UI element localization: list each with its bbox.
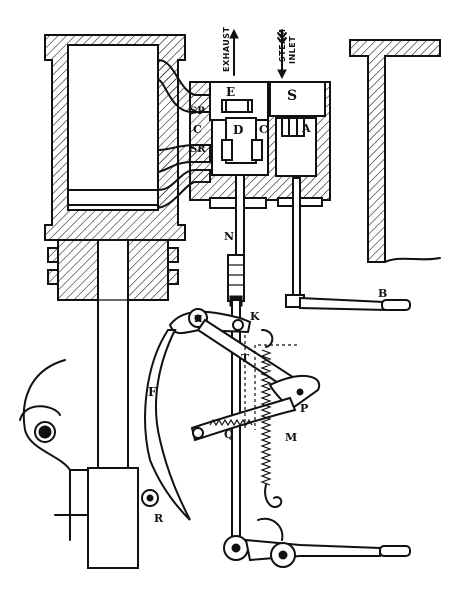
labels: EXHAUST STEAM INLET E S SP C D C A SR N … bbox=[148, 26, 387, 525]
exhaust-label: EXHAUST bbox=[222, 26, 231, 72]
exhaust-arrow bbox=[229, 28, 239, 76]
valve-chest bbox=[189, 81, 331, 209]
part-label-n: N bbox=[224, 230, 234, 243]
steam-inlet-arrow bbox=[277, 29, 287, 80]
part-label-f: F bbox=[148, 385, 157, 399]
part-label-p: P bbox=[300, 402, 308, 415]
part-label-h: H bbox=[194, 315, 203, 325]
part-label-k: K bbox=[250, 310, 260, 323]
part-label-b: B bbox=[378, 287, 387, 300]
part-label-r: R bbox=[154, 512, 164, 525]
part-label-a: A bbox=[301, 122, 311, 135]
part-label-e: E bbox=[226, 85, 235, 99]
part-label-s: S bbox=[287, 88, 297, 104]
part-label-m: M bbox=[285, 431, 297, 444]
part-label-sr: SR bbox=[190, 144, 206, 155]
part-label-c-left: C bbox=[193, 123, 202, 136]
part-label-t: T bbox=[241, 352, 250, 365]
right-frame bbox=[349, 39, 441, 263]
cylinder-casing bbox=[44, 34, 186, 241]
part-label-sp: SP bbox=[190, 106, 205, 117]
inlet-label: INLET bbox=[288, 36, 297, 64]
inlet-lever bbox=[285, 294, 411, 312]
part-label-q: Q bbox=[224, 428, 234, 441]
crosshead bbox=[19, 359, 159, 569]
steam-label: STEAM bbox=[278, 29, 287, 62]
part-label-d: D bbox=[233, 123, 243, 137]
trip-gear bbox=[144, 299, 411, 568]
piston-rod-gland bbox=[47, 239, 179, 471]
part-label-c-right: C bbox=[259, 123, 268, 136]
